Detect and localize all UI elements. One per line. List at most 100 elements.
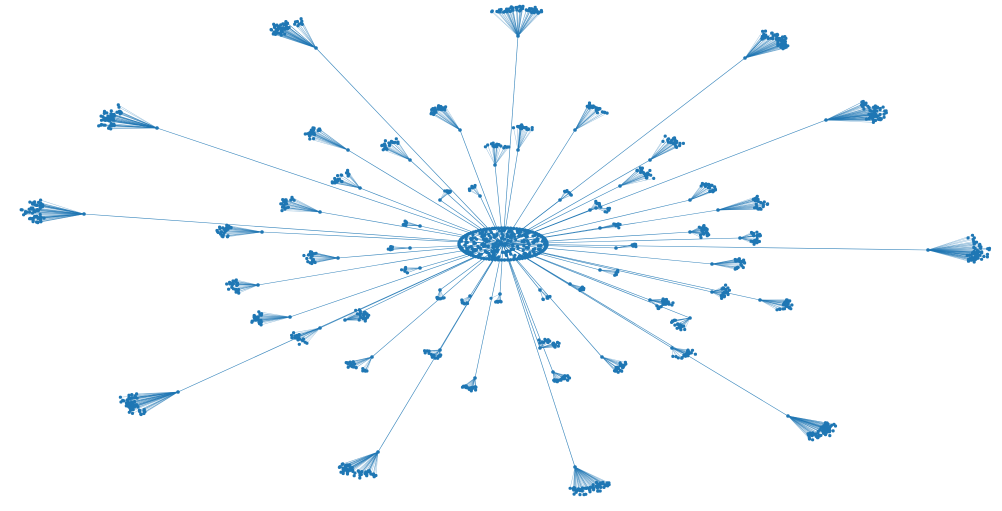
cluster-hub-node bbox=[824, 118, 828, 122]
leaf-node bbox=[308, 137, 312, 141]
leaf-edge bbox=[291, 327, 321, 336]
leaf-edge bbox=[494, 147, 504, 166]
leaf-node bbox=[976, 256, 980, 260]
leaf-edge bbox=[310, 134, 349, 151]
leaf-node bbox=[310, 128, 315, 132]
leaf-node bbox=[616, 370, 620, 374]
center-node bbox=[471, 249, 475, 253]
leaf-node bbox=[442, 296, 446, 300]
leaf-node bbox=[380, 144, 384, 148]
leaf-node bbox=[495, 145, 499, 149]
leaf-edge bbox=[439, 109, 461, 131]
leaf-node bbox=[130, 411, 135, 415]
leaf-node bbox=[23, 210, 28, 214]
leaf-edge bbox=[294, 200, 321, 213]
leaf-node bbox=[734, 266, 738, 270]
cluster-hub-node bbox=[538, 346, 542, 350]
center-ring-node bbox=[487, 257, 492, 261]
leaf-edge bbox=[595, 207, 609, 211]
leaf-node bbox=[260, 312, 264, 316]
center-ring-node bbox=[520, 256, 524, 261]
leaf-node bbox=[532, 10, 536, 14]
leaf-node bbox=[655, 304, 659, 308]
leaf-node bbox=[302, 253, 306, 258]
leaf-edge bbox=[388, 142, 411, 161]
center-node bbox=[536, 244, 541, 248]
leaf-node bbox=[567, 376, 572, 380]
leaf-node bbox=[284, 20, 288, 24]
leaf-node bbox=[584, 492, 588, 496]
leaf-node bbox=[673, 318, 678, 322]
leaf-node bbox=[664, 297, 669, 302]
cluster-hub-node bbox=[594, 206, 598, 210]
leaf-edge bbox=[689, 183, 707, 201]
leaf-node bbox=[771, 37, 775, 41]
leaf-node bbox=[237, 287, 241, 292]
center-node bbox=[507, 249, 511, 253]
center-ring-node bbox=[505, 258, 510, 262]
cluster-hub-node bbox=[648, 158, 652, 162]
hub-edge bbox=[502, 243, 576, 468]
cluster-hub-node bbox=[438, 198, 442, 202]
leaf-node bbox=[280, 28, 284, 32]
center-node bbox=[479, 247, 483, 251]
leaf-node bbox=[234, 278, 238, 282]
leaf-node bbox=[884, 109, 888, 113]
leaf-node bbox=[640, 170, 644, 174]
leaf-node bbox=[396, 140, 400, 144]
leaf-edge bbox=[112, 114, 158, 129]
leaf-node bbox=[597, 489, 601, 493]
leaf-node bbox=[828, 434, 832, 438]
leaf-edge bbox=[574, 111, 603, 131]
leaf-node bbox=[873, 107, 877, 111]
leaf-edge bbox=[649, 299, 663, 305]
leaf-node bbox=[39, 198, 43, 202]
cluster-hub-node bbox=[600, 355, 604, 359]
center-node bbox=[495, 248, 500, 252]
leaf-node bbox=[578, 493, 582, 497]
leaf-node bbox=[980, 250, 984, 254]
leaf-node bbox=[620, 363, 624, 367]
leaf-edge bbox=[311, 256, 339, 259]
leaf-node bbox=[300, 22, 304, 26]
leaf-node bbox=[968, 253, 972, 257]
leaf-node bbox=[753, 240, 757, 244]
leaf-edge bbox=[344, 309, 360, 321]
center-ring-node bbox=[493, 258, 498, 262]
center-node bbox=[475, 237, 479, 241]
center-node bbox=[511, 243, 515, 247]
leaf-node bbox=[742, 258, 746, 262]
leaf-node bbox=[582, 286, 586, 290]
cluster-hub-node bbox=[343, 318, 347, 322]
leaf-edge bbox=[238, 284, 259, 294]
leaf-node bbox=[590, 105, 594, 109]
leaf-node bbox=[588, 488, 592, 492]
leaf-edge bbox=[375, 451, 379, 476]
leaf-edge bbox=[649, 141, 664, 161]
leaf-node bbox=[143, 410, 147, 414]
leaf-edge bbox=[407, 267, 421, 273]
leaf-edge bbox=[517, 12, 540, 37]
leaf-node bbox=[439, 353, 443, 357]
hub-edge bbox=[502, 243, 617, 249]
leaf-node bbox=[131, 408, 135, 412]
leaf-node bbox=[467, 187, 471, 191]
hub-edge bbox=[502, 35, 519, 245]
leaf-edge bbox=[717, 207, 757, 211]
center-node bbox=[484, 244, 488, 248]
center-ring-node bbox=[490, 226, 495, 231]
leaf-node bbox=[312, 260, 316, 264]
leaf-edge bbox=[304, 327, 321, 343]
leaf-node bbox=[430, 111, 434, 115]
leaf-node bbox=[663, 134, 667, 138]
center-node bbox=[506, 238, 510, 243]
leaf-edge bbox=[601, 356, 615, 371]
leaf-edge bbox=[574, 106, 595, 131]
leaf-node bbox=[972, 260, 976, 264]
cluster-hub-node bbox=[598, 268, 602, 272]
leaf-node bbox=[670, 320, 674, 324]
leaf-edge bbox=[350, 451, 379, 471]
leaf-node bbox=[761, 202, 765, 206]
leaf-edge bbox=[405, 225, 421, 227]
leaf-node bbox=[28, 210, 32, 214]
